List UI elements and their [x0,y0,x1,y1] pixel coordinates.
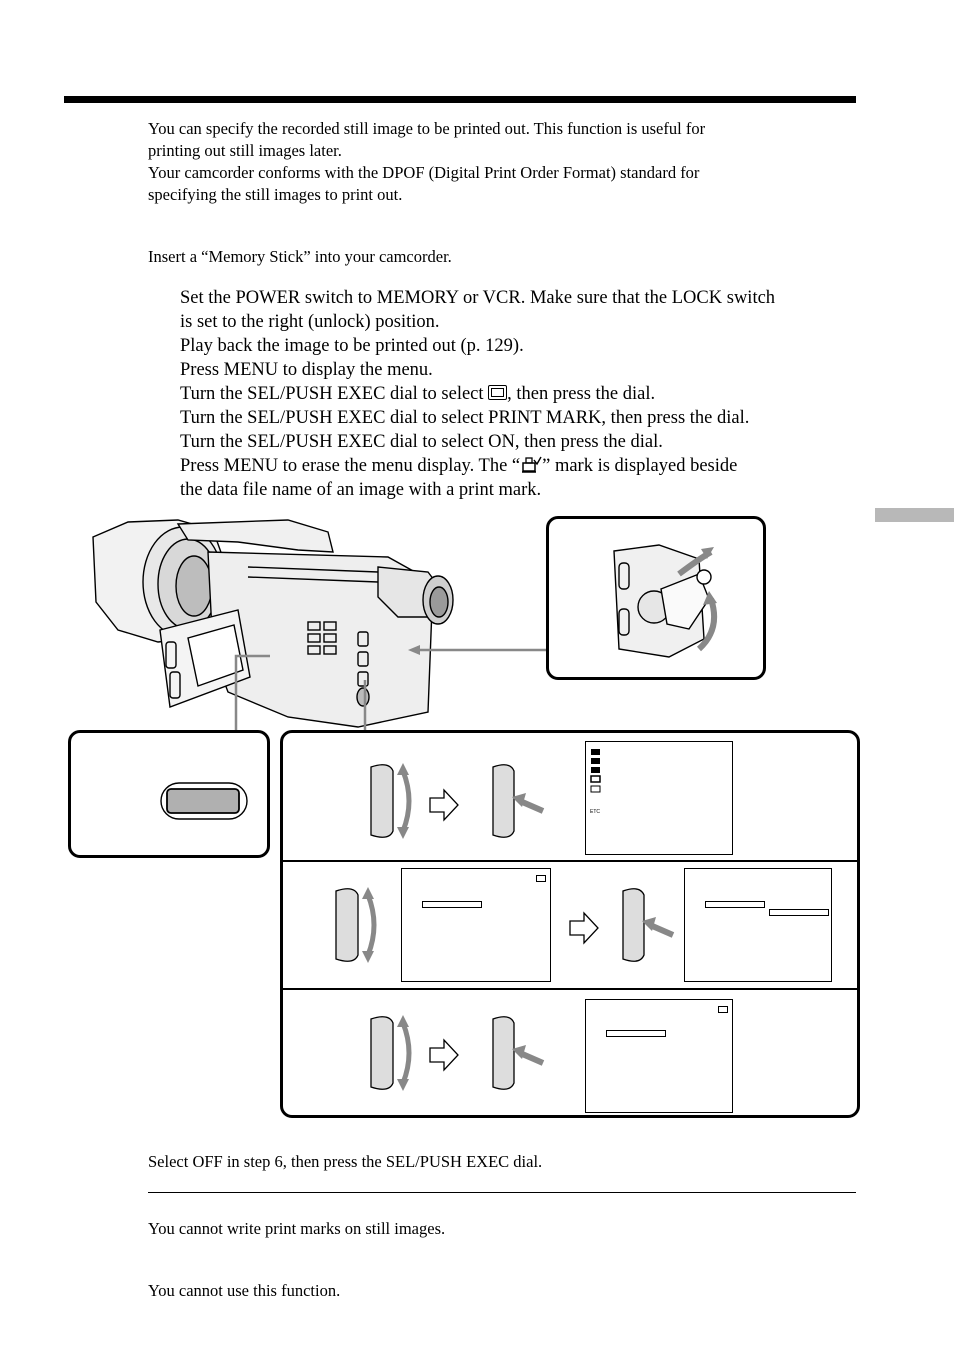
step-3: Press MENU to display the menu. [180,360,433,380]
intro-line-4: specifying the still images to print out… [148,185,403,204]
dial-turn-icon-2 [328,885,378,965]
memory-stick-menu-icon [488,385,508,400]
panel-divider-1 [283,860,857,862]
intro-text: You can specify the recorded still image… [148,118,705,206]
note-1: You cannot write print marks on still im… [148,1219,446,1238]
step-4-pre: Turn the SEL/PUSH EXEC dial to select [180,384,489,404]
panel-divider-2 [283,988,857,990]
menu-button-panel [68,730,270,858]
menu-screen-3 [684,868,832,982]
step-5: Turn the SEL/PUSH EXEC dial to select PR… [180,408,750,428]
memory-stick-indicator-2 [718,1006,728,1013]
note-2: You cannot use this function. [148,1281,341,1300]
menu-highlight-bar-3 [606,1030,666,1037]
step-list: Set the POWER switch to MEMORY or VCR. M… [180,286,775,502]
dial-turn-icon-1 [363,761,413,841]
arrow-right-icon-3 [428,1038,460,1072]
step-1-line-1: Set the POWER switch to MEMORY or VCR. M… [180,288,776,308]
section-tab [875,508,954,522]
menu-steps-panel: ETC [280,730,860,1118]
menu-screen-1: ETC [585,741,733,855]
intro-line-1: You can specify the recorded still image… [148,119,706,138]
step-6: Turn the SEL/PUSH EXEC dial to select ON… [180,432,663,452]
step-7-line-2: the data file name of an image with a pr… [180,480,542,500]
step-7-post: ” mark is displayed beside [542,456,738,476]
step-4-post: , then press the dial. [507,384,656,404]
menu-screen-2 [401,868,551,982]
cancel-text: Select OFF in step 6, then press the SEL… [148,1152,543,1171]
arrow-right-icon-1 [428,788,460,822]
intro-line-3: Your camcorder conforms with the DPOF (D… [148,163,700,182]
dial-press-icon-2 [618,885,678,965]
menu-highlight-bar-2 [769,909,829,916]
memory-stick-indicator [536,875,546,882]
title-rule [64,96,856,103]
leader-lines [230,640,560,740]
menu-screen-4 [585,999,733,1113]
step-4: Turn the SEL/PUSH EXEC dial to select , … [180,382,775,406]
menu-highlight-bar-1 [705,901,765,908]
step-7: Press MENU to erase the menu display. Th… [180,454,775,478]
dial-turn-icon-3 [363,1013,413,1093]
step-7-pre: Press MENU to erase the menu display. Th… [180,456,521,476]
arrow-right-icon-2 [568,911,600,945]
etc-label: ETC [590,809,600,815]
step-1-line-2: is set to the right (unlock) position. [180,312,440,332]
intro-line-2: printing out still images later. [148,141,342,160]
dial-press-icon-3 [488,1013,548,1093]
camcorder-illustration [88,512,458,737]
before-operation-text: Insert a “Memory Stick” into your camcor… [148,247,452,266]
section-rule [148,1192,856,1193]
menu-highlight-bar [422,901,482,908]
menu-icon-column: ETC [590,748,602,818]
dial-closeup-panel [546,516,766,680]
dial-press-icon-1 [488,761,548,841]
step-2: Play back the image to be printed out (p… [180,336,524,356]
print-mark-icon [520,456,542,474]
